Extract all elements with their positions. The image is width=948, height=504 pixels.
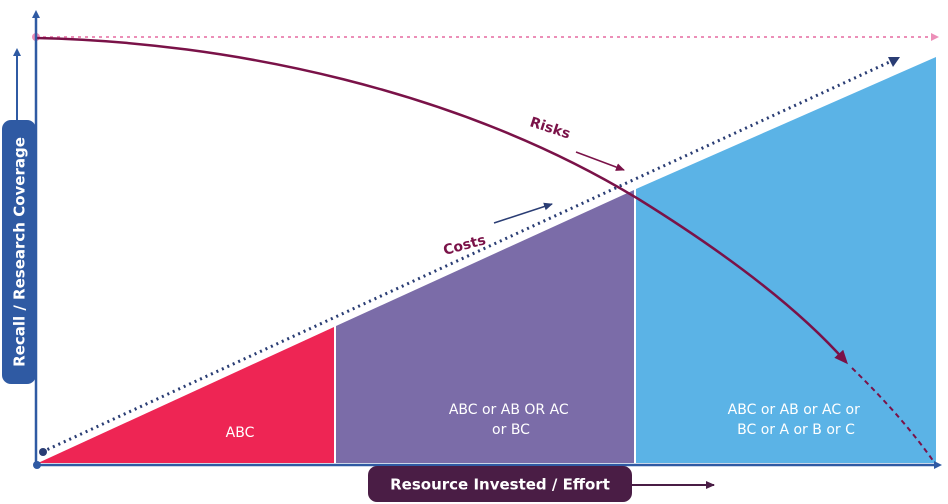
max-recall-arrowhead [931, 33, 939, 41]
region-singles-line-1: ABC or AB or AC or [728, 402, 860, 418]
region-pairs-line-2: or BC [492, 422, 530, 438]
region-pairs-line-1: ABC or AB OR AC [449, 402, 569, 418]
risks-curve [35, 36, 848, 365]
region-pairs [336, 190, 634, 463]
risks-pointer-arrow [575, 151, 625, 171]
costs-origin-dot [39, 448, 47, 456]
region-abc [38, 327, 334, 463]
region-abc-line-1: ABC [226, 425, 255, 441]
costs-line-arrowhead [888, 57, 900, 67]
y-axis-label-box [2, 120, 36, 384]
risks-label: Risks [528, 114, 572, 142]
origin-dot [33, 461, 41, 469]
costs-label: Costs [442, 232, 488, 259]
region-pairs-label: ABC or AB OR AC or BC [449, 402, 573, 438]
x-axis-label-box [368, 466, 632, 502]
region-singles-label: ABC or AB or AC or BC or A or B or C [728, 402, 865, 438]
costs-pointer-arrow [493, 202, 553, 224]
region-singles [636, 57, 936, 463]
region-singles-line-2: BC or A or B or C [737, 422, 855, 438]
region-abc-label: ABC [226, 425, 255, 441]
x-axis-label: Resource Invested / Effort [390, 476, 610, 494]
costs-line [41, 57, 897, 454]
y-axis-label: Recall / Research Coverage [11, 137, 29, 367]
